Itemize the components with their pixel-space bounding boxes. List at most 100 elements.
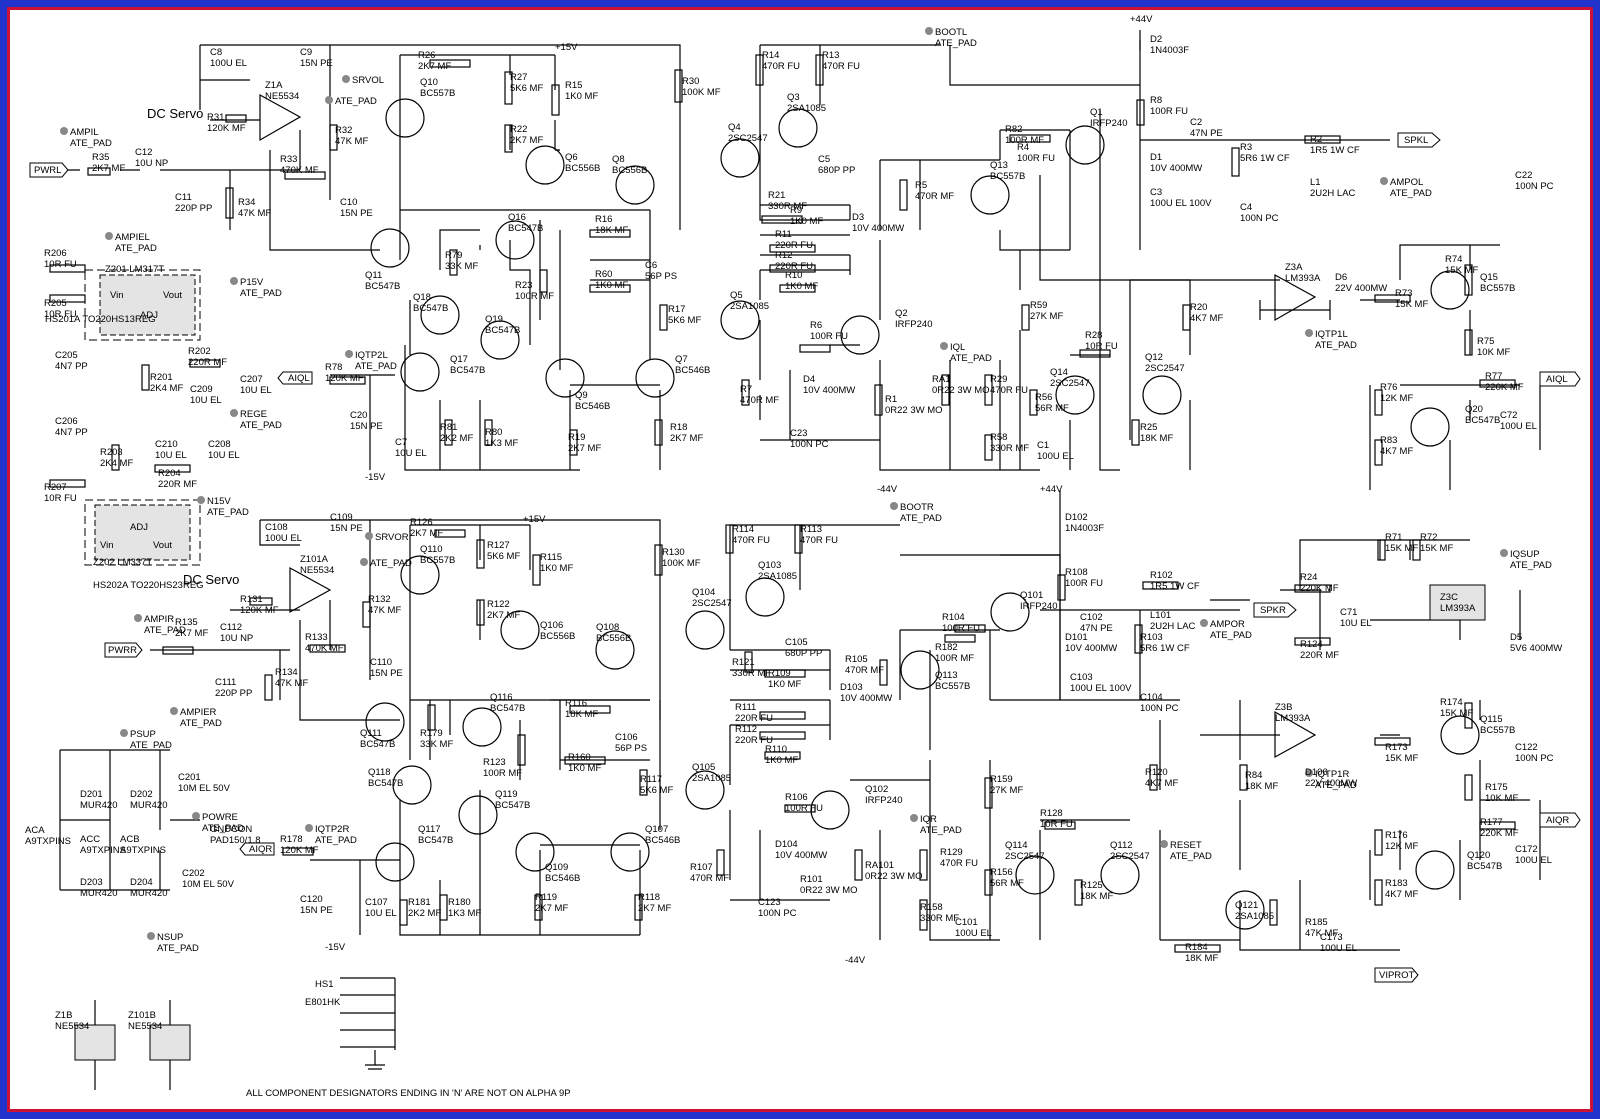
- reg-z201-vin: Vin: [110, 290, 124, 301]
- transistor-symbol-10: [480, 320, 520, 360]
- wires-bottom-channel: [59, 490, 1541, 951]
- resistor-symbol-34: [1021, 304, 1030, 331]
- wires-top-channel: [60, 30, 1541, 490]
- resistor-symbol-60: [434, 529, 466, 538]
- heatsink-ref: HS1: [315, 979, 333, 990]
- resistor-symbol-16: [1231, 147, 1240, 177]
- transistor-symbol-13: [635, 358, 675, 398]
- top-rail-p15: +15V: [555, 42, 578, 53]
- transistor-symbol-35: [810, 790, 850, 830]
- resistor-symbol-26: [539, 269, 548, 293]
- transistor-symbol-24: [745, 577, 785, 617]
- bottom-rail-p44: +44V: [1040, 484, 1063, 495]
- resistor-symbol-99: [439, 894, 448, 921]
- resistor-symbol-8: [551, 84, 560, 116]
- transistor-symbol-34: [685, 770, 725, 810]
- resistor-symbol-78: [1294, 637, 1331, 646]
- bottom-test-pad-7: [1200, 619, 1208, 627]
- port-spkl: SPKL: [1404, 135, 1428, 146]
- transistor-symbol-3: [720, 138, 760, 178]
- heatsink-part: E801HK: [305, 997, 341, 1008]
- resistor-symbol-77: [1412, 539, 1421, 561]
- port-viprot: VIPROT: [1379, 970, 1415, 981]
- bottom-dc-servo-label: DC Servo: [183, 572, 239, 587]
- port-aiqr-out: AIQR: [1546, 815, 1569, 826]
- resistor-symbol-50: [1464, 264, 1473, 296]
- resistor-symbol-46: [484, 419, 493, 446]
- transistor-symbol-5: [970, 175, 1010, 215]
- transistor-symbol-28: [462, 707, 502, 747]
- top-test-pad-7: [925, 27, 933, 35]
- transistor-symbol-33: [610, 832, 650, 872]
- resistor-symbol-33: [799, 344, 831, 353]
- bottom-test-pad-4: [305, 824, 313, 832]
- transistor-symbol-11: [400, 352, 440, 392]
- resistor-symbol-108: [1374, 879, 1383, 906]
- resistor-symbol-14: [1009, 134, 1051, 143]
- transistor-symbol-30: [458, 795, 498, 835]
- transistor-symbol-25: [990, 592, 1030, 632]
- resistor-symbol-17: [1304, 135, 1341, 144]
- transistor-symbol-27: [365, 702, 405, 742]
- resistor-symbol-15: [1136, 99, 1145, 126]
- transistor-symbol-26: [900, 650, 940, 690]
- resistor-symbol-97: [1074, 879, 1083, 906]
- top-pad-label-2: SRVOL: [352, 75, 384, 86]
- resistor-symbol-41: [984, 374, 993, 406]
- top-test-pad-5: [230, 409, 238, 417]
- resistor-symbol-90: [1044, 821, 1076, 830]
